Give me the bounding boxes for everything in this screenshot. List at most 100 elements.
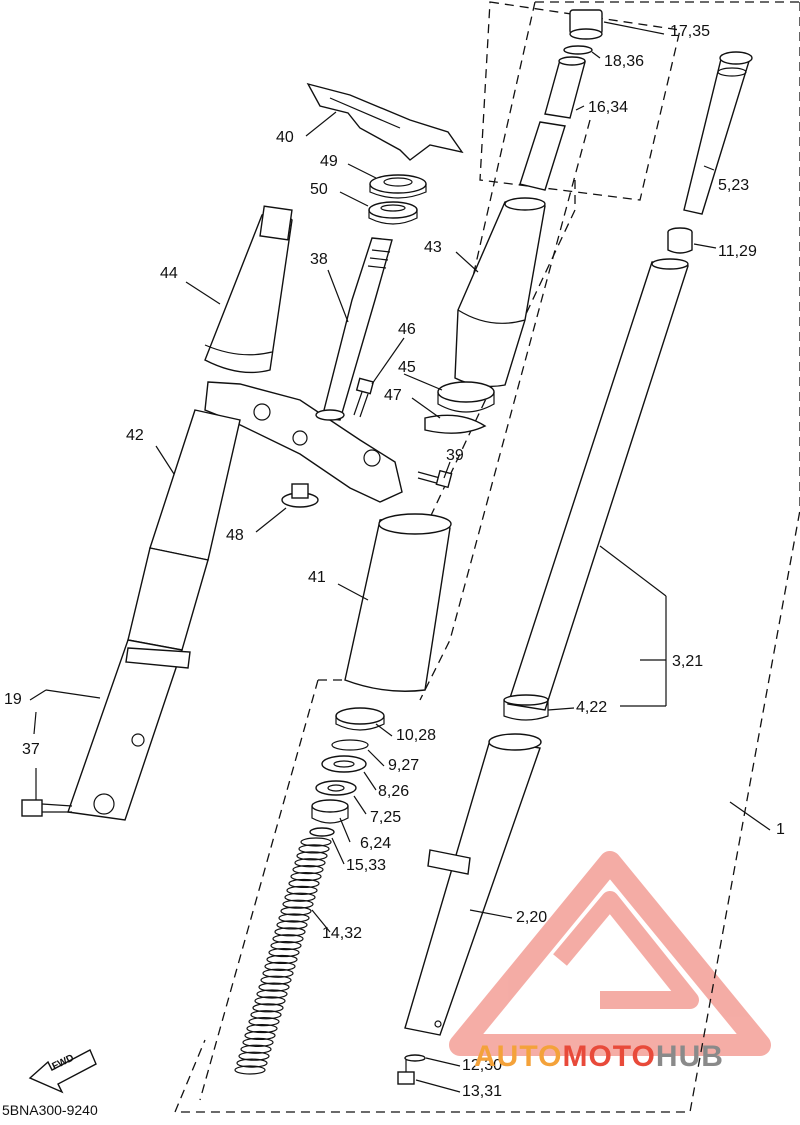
spring-coil (282, 899, 314, 909)
taper-spindle-11 (667, 227, 693, 254)
bushing-4 (503, 694, 549, 721)
washer-12 (404, 1054, 426, 1062)
leader-lines (29, 21, 771, 1093)
label-7-25: 7,25 (370, 809, 402, 826)
fork-cover-43 (454, 197, 546, 388)
spring-coil (238, 1051, 270, 1061)
bolt-48 (281, 483, 319, 508)
outer-tube-2 (404, 733, 542, 1036)
label-44: 44 (160, 265, 178, 282)
label-11-29: 11,29 (718, 243, 757, 260)
spring-coil (270, 941, 302, 951)
fwd-arrow-icon (28, 1049, 97, 1094)
label-12-30: 12,30 (462, 1057, 503, 1074)
spring-coil (272, 934, 304, 944)
label-2-20: 2,20 (516, 909, 548, 926)
damper-rod-5 (683, 51, 753, 215)
label-37: 37 (22, 741, 40, 758)
spring-coil (288, 878, 320, 889)
spring-coil (256, 989, 288, 999)
label-9-27: 9,27 (388, 757, 420, 774)
spring-coil (242, 1037, 274, 1047)
watermark-text: AUTOMOTOHUB (474, 1040, 724, 1074)
spring-coil (298, 844, 330, 854)
spring-coil (234, 1065, 266, 1075)
spring-coil (250, 1010, 282, 1020)
label-39: 39 (446, 447, 464, 464)
spring-coil (240, 1044, 272, 1054)
spring-coil (278, 913, 310, 923)
spring-coil (300, 837, 332, 847)
bolt-13 (397, 1060, 415, 1085)
label-49: 49 (320, 153, 338, 170)
left-fork-leg-42 (67, 409, 241, 821)
label-13-31: 13,31 (462, 1083, 503, 1100)
label-19: 19 (4, 691, 22, 708)
label-17-35: 17,35 (670, 23, 711, 40)
watermark-part-auto: AUTO (474, 1040, 563, 1073)
inner-tube-41 (344, 513, 452, 692)
inner-tube-3 (507, 258, 689, 711)
bolt-39 (417, 469, 453, 489)
label-8-26: 8,26 (378, 783, 410, 800)
spring-coil (292, 865, 324, 875)
spring-coil (286, 885, 318, 895)
spring-coil (290, 871, 322, 882)
label-46: 46 (398, 321, 416, 338)
spring-coil (248, 1017, 280, 1027)
label-48: 48 (226, 527, 244, 544)
label-6-24: 6,24 (360, 835, 392, 852)
label-45: 45 (398, 359, 416, 376)
diagram-code: 5BNA300-9240 (2, 1102, 98, 1118)
spring-coil (268, 947, 300, 958)
bolt-37 (21, 799, 73, 817)
steering-stem-38 (321, 237, 393, 421)
label-41: 41 (308, 569, 326, 586)
spring-coil (244, 1030, 276, 1041)
label-40: 40 (276, 129, 294, 146)
label-10-28: 10,28 (396, 727, 437, 744)
upper-bracket-40 (306, 82, 464, 161)
spring-coil (274, 927, 306, 937)
washer-7 (315, 780, 357, 796)
label-15-33: 15,33 (346, 857, 387, 874)
label-50: 50 (310, 181, 328, 198)
spring-seat-15 (309, 827, 335, 837)
cap-bolt-17 (569, 9, 603, 40)
label-4-22: 4,22 (576, 699, 608, 716)
spring-coil (264, 961, 296, 971)
label-18-36: 18,36 (604, 53, 645, 70)
spring-coil (260, 975, 292, 985)
spring-coil (252, 1003, 284, 1013)
oil-seal-10 (335, 707, 385, 731)
spring-coil (258, 982, 290, 992)
label-38: 38 (310, 251, 328, 268)
clip-9 (331, 739, 369, 751)
label-3-21: 3,21 (672, 653, 704, 670)
spring-coil (266, 954, 298, 965)
o-ring-18 (563, 45, 593, 55)
label-14-32: 14,32 (322, 925, 363, 942)
label-1: 1 (776, 821, 785, 838)
spring-coil (280, 906, 312, 916)
dashed-group-outlines (174, 1, 800, 1113)
ring-nut-45 (437, 381, 495, 413)
fork-spring-14 (234, 837, 332, 1075)
oil-seal-8 (321, 755, 367, 773)
watermark-part-moto: MOTO (562, 1040, 656, 1073)
spacer-16 (519, 56, 586, 191)
washer-47 (424, 414, 487, 434)
spring-coil (262, 968, 294, 978)
washer-49 (369, 174, 427, 199)
spring-coil (246, 1023, 278, 1034)
spring-coil (276, 920, 308, 930)
spring-coil (236, 1058, 268, 1068)
label-5-23: 5,23 (718, 177, 750, 194)
label-16-34: 16,34 (588, 99, 629, 116)
spring-coil (294, 858, 326, 868)
spring-coil (284, 892, 316, 902)
watermark-part-hub: HUB (655, 1040, 724, 1073)
label-47: 47 (384, 387, 402, 404)
fork-cover-44 (204, 205, 293, 374)
